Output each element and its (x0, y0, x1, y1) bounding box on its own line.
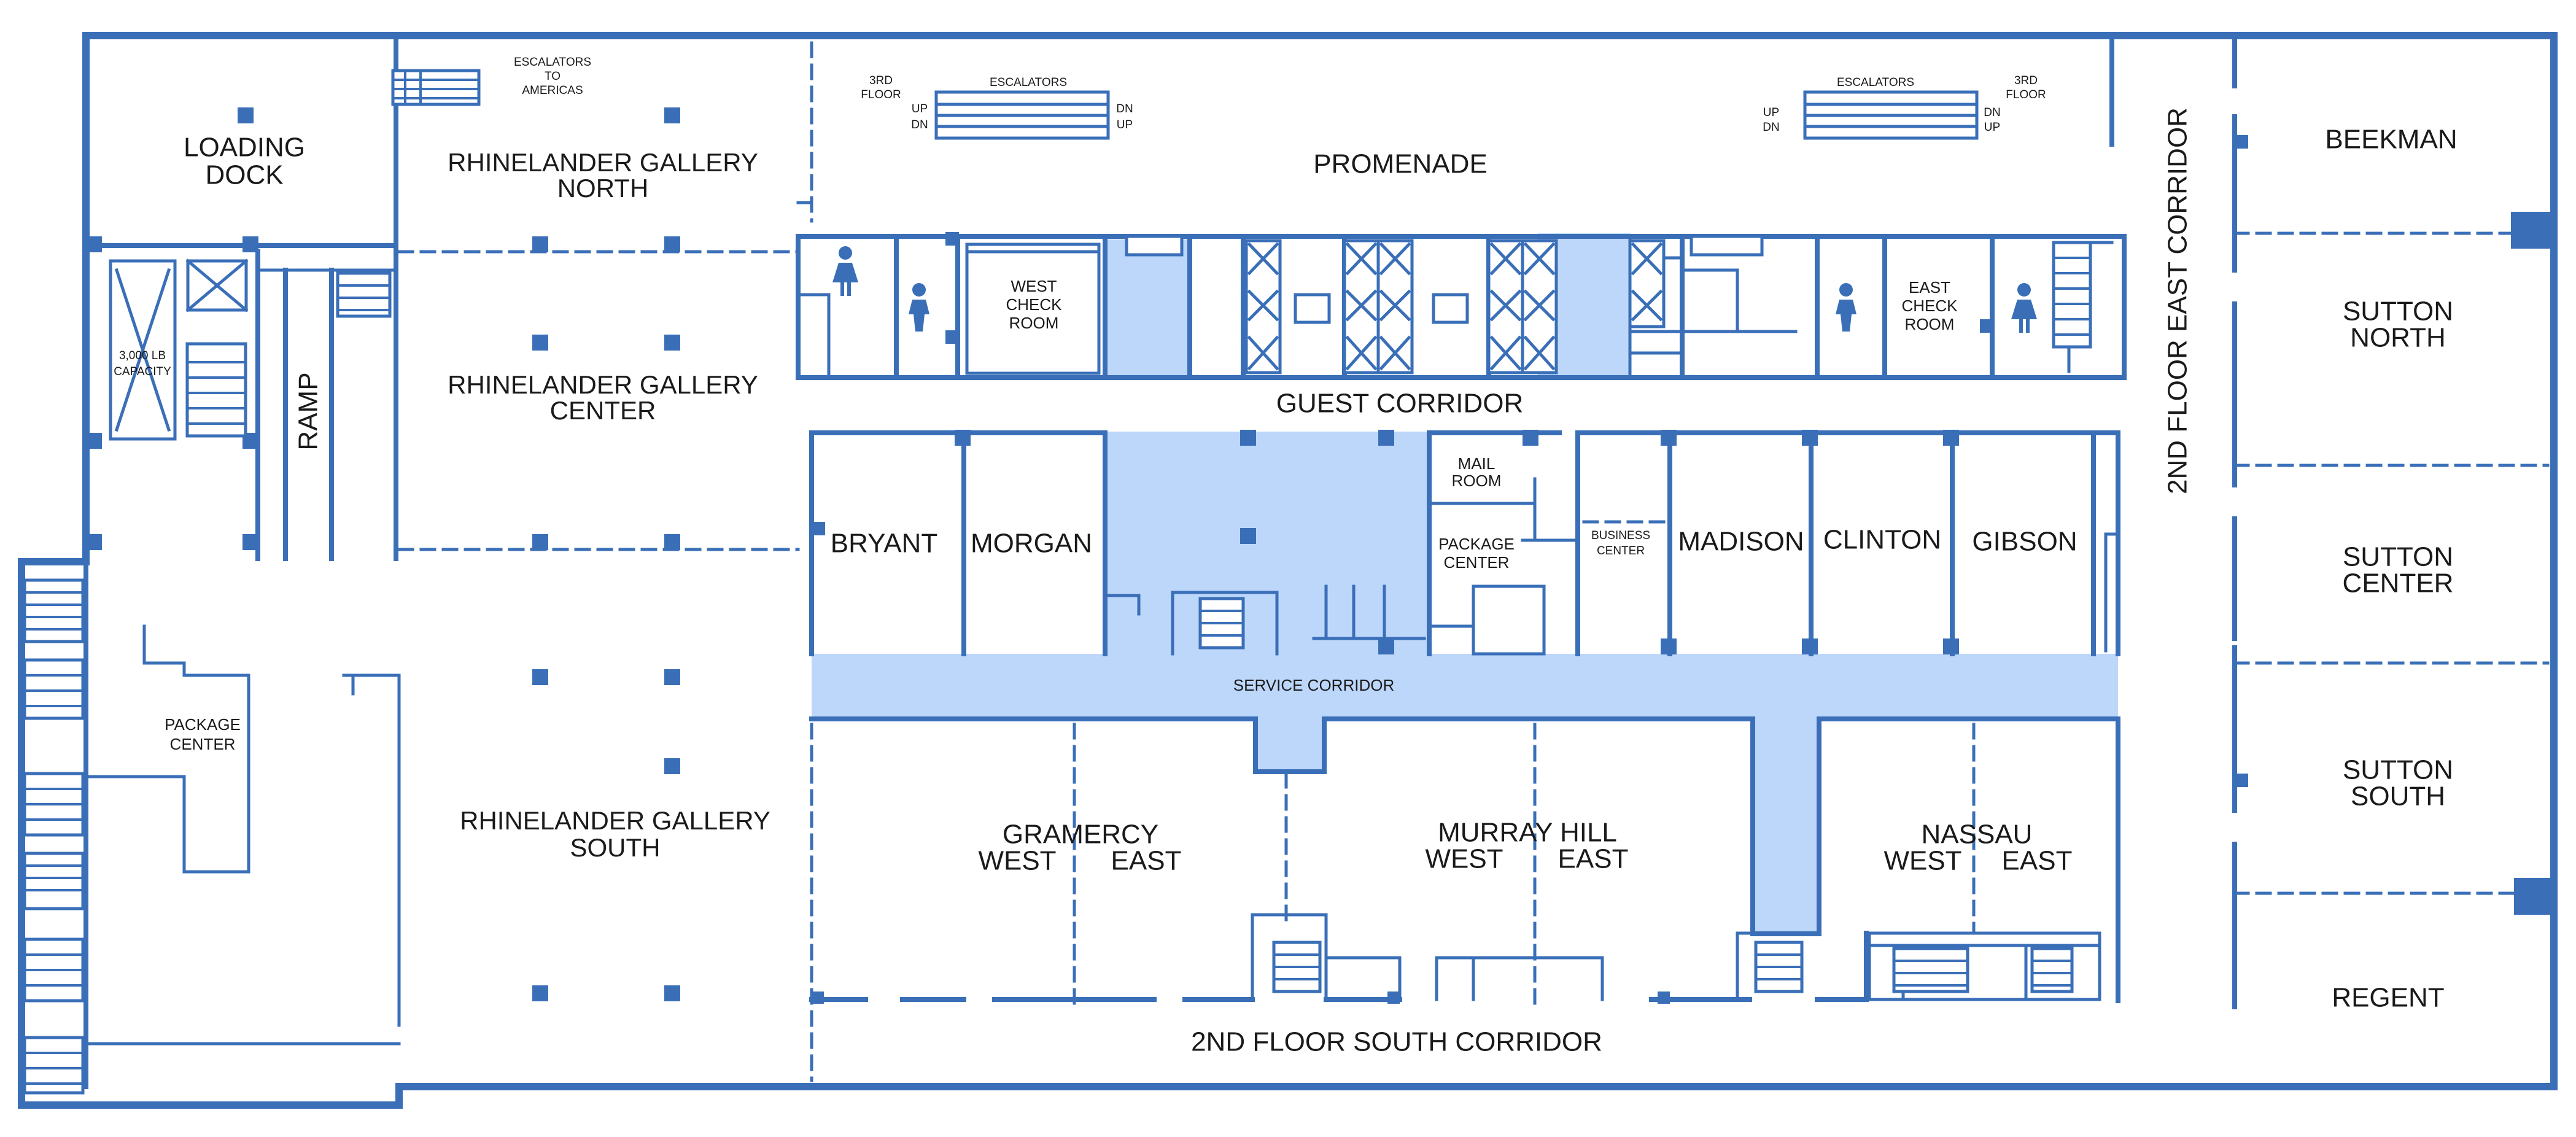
gramercy-east-label: EAST (1111, 846, 1182, 876)
loading-dock-label-2: DOCK (205, 160, 283, 190)
murray-hill-label: MURRAY HILL (1438, 818, 1617, 848)
escalators-to-americas-label-2: TO (545, 70, 561, 83)
escalator-dn-west-2: DN (1116, 103, 1133, 115)
stairs-icon (23, 69, 2092, 1095)
clinton-label: CLINTON (1823, 525, 1941, 555)
gallery-south-label-2: SOUTH (570, 833, 661, 862)
package-center-west-label: PACKAGE (165, 715, 241, 734)
corridor-shading (812, 233, 2118, 934)
escalators-west-label: ESCALATORS (990, 76, 1067, 89)
mail-room-label-2: ROOM (1452, 471, 1502, 490)
freight-elevator (114, 268, 171, 432)
package-center-mid-label-2: CENTER (1444, 553, 1510, 572)
third-floor-west-label: 3RD (869, 74, 893, 87)
service-corridor-label: SERVICE CORRIDOR (1233, 676, 1394, 694)
mail-room-label: MAIL (1458, 454, 1496, 473)
escalator-dn-east: DN (1763, 121, 1779, 134)
sutton-south-label-2: SOUTH (2351, 782, 2445, 812)
escalators-to-americas-label-3: AMERICAS (522, 84, 583, 97)
morgan-label: MORGAN (971, 529, 1092, 559)
regent-label: REGENT (2332, 983, 2444, 1013)
ramp-label: RAMP (293, 372, 324, 450)
south-corridor-label: 2ND FLOOR SOUTH CORRIDOR (1191, 1027, 1602, 1057)
restroom-men-icon-east (1836, 283, 1856, 332)
murray-hill-east-label: EAST (1558, 844, 1629, 874)
escalator-up-east: UP (1763, 106, 1779, 119)
third-floor-west-label-2: FLOOR (861, 88, 901, 101)
capacity-label-2: CAPACITY (114, 365, 171, 378)
south-corridor-wall (809, 931, 1869, 1002)
business-center-label-2: CENTER (1597, 545, 1645, 557)
escalators-east-label: ESCALATORS (1837, 76, 1914, 89)
escalators-to-americas-label: ESCALATORS (514, 56, 591, 69)
escalator-dn-east-2: DN (1984, 106, 2000, 119)
gramercy-label: GRAMERCY (1003, 820, 1158, 850)
gramercy-west-label: WEST (978, 846, 1056, 876)
outer-walls (18, 32, 2558, 1109)
loading-dock-label: LOADING (184, 133, 305, 163)
service-corridor-posts (1312, 584, 1426, 640)
guest-corridor-label: GUEST CORRIDOR (1276, 389, 1524, 419)
east-corridor-label: 2ND FLOOR EAST CORRIDOR (2163, 107, 2193, 494)
restroom-men-icon (909, 283, 929, 332)
gallery-north-label: RHINELANDER GALLERY (448, 148, 758, 177)
sutton-south-label: SUTTON (2343, 755, 2453, 785)
east-check-room-label: EAST (1909, 278, 1950, 297)
west-check-room-label: WEST (1011, 277, 1057, 295)
beekman-label: BEEKMAN (2325, 125, 2457, 155)
escalator-up-east-2: UP (1984, 121, 2000, 134)
third-floor-east-label-2: FLOOR (2006, 88, 2046, 101)
third-floor-east-label: 3RD (2014, 74, 2038, 87)
nassau-west-label: WEST (1884, 846, 1961, 876)
gibson-label: GIBSON (1972, 527, 2077, 557)
capacity-label: 3,000 LB (119, 349, 166, 362)
sutton-center-label: SUTTON (2343, 542, 2453, 572)
package-center-mid-label: PACKAGE (1438, 535, 1515, 553)
columns (86, 107, 2248, 1004)
escalator-up-west: UP (912, 103, 928, 115)
package-center-west-label-2: CENTER (170, 735, 236, 753)
gallery-north-label-2: NORTH (557, 174, 649, 203)
escalator-dn-west: DN (911, 118, 928, 131)
gallery-center-label-2: CENTER (550, 396, 656, 425)
nassau-east-label: EAST (2002, 846, 2073, 876)
business-center-label: BUSINESS (1591, 529, 1650, 542)
gallery-center-label: RHINELANDER GALLERY (448, 370, 758, 399)
nassau-label: NASSAU (1922, 820, 2033, 850)
restroom-women-icon-east (2011, 283, 2037, 333)
murray-hill-west-label: WEST (1425, 844, 1503, 874)
escalator-icon (934, 90, 1979, 140)
sutton-north-label: SUTTON (2343, 297, 2453, 327)
elevator-icon (1125, 235, 1764, 374)
promenade-label: PROMENADE (1313, 149, 1488, 179)
west-check-room-label-2: CHECK (1006, 295, 1062, 314)
restroom-women-icon (832, 246, 858, 296)
east-check-room-label-2: CHECK (1901, 297, 1958, 315)
madison-label: MADISON (1678, 527, 1804, 557)
room-labels: LOADING DOCK ESCALATORS TO AMERICAS RHIN… (114, 56, 2457, 1057)
west-check-room-label-3: ROOM (1009, 314, 1059, 332)
sutton-center-label-2: CENTER (2343, 568, 2454, 599)
sutton-north-label-2: NORTH (2350, 323, 2446, 353)
bryant-label: BRYANT (831, 529, 937, 559)
gallery-south-label: RHINELANDER GALLERY (460, 806, 770, 835)
escalator-up-west-2: UP (1117, 118, 1133, 131)
east-check-room-label-3: ROOM (1905, 315, 1955, 333)
